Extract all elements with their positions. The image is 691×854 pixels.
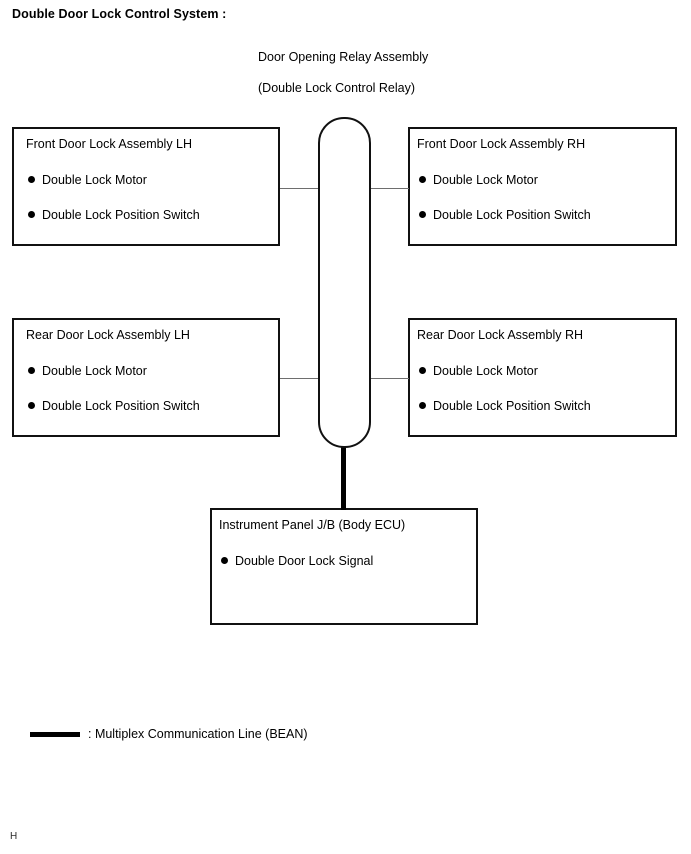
front-lh-item-label: Double Lock Motor [42,173,147,187]
rear-door-lock-assembly-rh-box: Rear Door Lock Assembly RH Double Lock M… [408,318,677,437]
legend-label: : Multiplex Communication Line (BEAN) [88,727,308,741]
ecu-item: Double Door Lock Signal [221,554,373,568]
multiplex-communication-line [341,444,346,510]
rear-rh-title: Rear Door Lock Assembly RH [417,328,584,342]
ecu-item-label: Double Door Lock Signal [235,554,374,568]
connector-front-lh-to-relay [280,188,320,189]
page-mark: H [10,831,18,842]
front-door-lock-assembly-rh-box: Front Door Lock Assembly RH Double Lock … [408,127,677,246]
connector-rear-lh-to-relay [280,378,320,379]
rear-rh-item: Double Lock Motor [419,364,538,378]
rear-lh-item: Double Lock Position Switch [28,399,200,413]
bullet-icon [419,211,426,218]
bullet-icon [28,211,35,218]
ecu-title: Instrument Panel J/B (Body ECU) [219,518,406,532]
multiplex-line-swatch-icon [30,731,80,737]
bullet-icon [419,367,426,374]
rear-rh-item-label: Double Lock Position Switch [433,399,591,413]
front-rh-item: Double Lock Motor [419,173,538,187]
bullet-icon [221,557,228,564]
rear-lh-title: Rear Door Lock Assembly LH [26,328,190,342]
instrument-panel-jb-body-ecu-box: Instrument Panel J/B (Body ECU) Double D… [210,508,478,625]
legend: : Multiplex Communication Line (BEAN) [30,727,308,741]
front-lh-item-label: Double Lock Position Switch [42,208,200,222]
front-door-lock-assembly-lh-box: Front Door Lock Assembly LH Double Lock … [12,127,280,246]
bullet-icon [28,367,35,374]
rear-lh-item-label: Double Lock Motor [42,364,147,378]
door-opening-relay-assembly-block [318,117,371,448]
connector-rear-rh-to-relay [369,378,409,379]
bullet-icon [28,176,35,183]
front-lh-item: Double Lock Position Switch [28,208,200,222]
relay-assembly-subcaption: (Double Lock Control Relay) [258,81,416,95]
front-rh-item-label: Double Lock Motor [433,173,538,187]
rear-lh-item-label: Double Lock Position Switch [42,399,200,413]
bullet-icon [28,402,35,409]
bullet-icon [419,176,426,183]
front-rh-item-label: Double Lock Position Switch [433,208,591,222]
rear-rh-item-label: Double Lock Motor [433,364,538,378]
front-rh-title: Front Door Lock Assembly RH [417,137,586,151]
connector-front-rh-to-relay [369,188,409,189]
front-lh-item: Double Lock Motor [28,173,147,187]
bullet-icon [419,402,426,409]
rear-door-lock-assembly-lh-box: Rear Door Lock Assembly LH Double Lock M… [12,318,280,437]
page-title: Double Door Lock Control System : [12,7,227,21]
rear-rh-item: Double Lock Position Switch [419,399,591,413]
relay-assembly-caption: Door Opening Relay Assembly [258,50,429,64]
front-rh-item: Double Lock Position Switch [419,208,591,222]
rear-lh-item: Double Lock Motor [28,364,147,378]
front-lh-title: Front Door Lock Assembly LH [26,137,193,151]
